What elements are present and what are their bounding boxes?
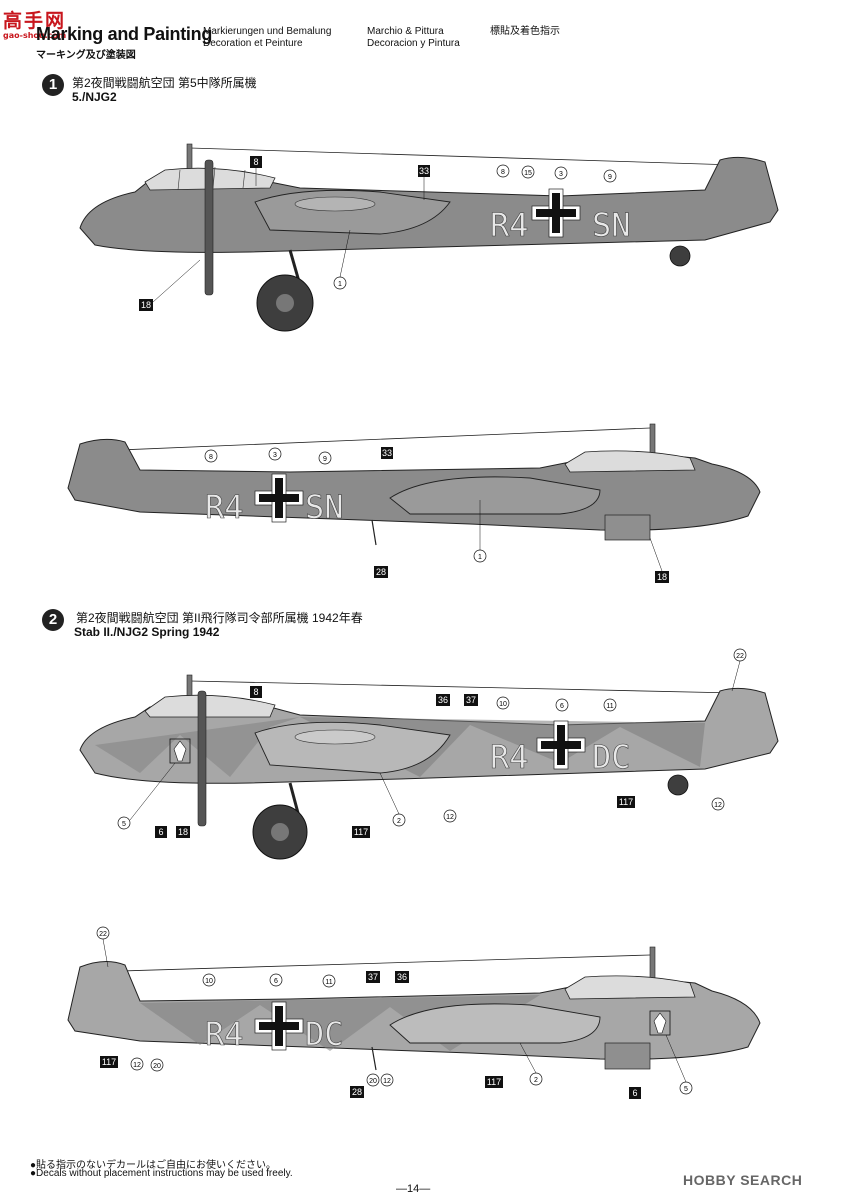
scheme-number-badge: 1 bbox=[42, 74, 64, 96]
balkenkreuz-icon bbox=[536, 720, 586, 770]
svg-text:117: 117 bbox=[619, 797, 633, 807]
aircraft-code: R4 DC bbox=[490, 738, 631, 777]
svg-text:28: 28 bbox=[352, 1087, 362, 1097]
footer-note-jp: ●貼る指示のないデカールはご自由にお使いください。 bbox=[30, 1160, 277, 1171]
svg-text:6: 6 bbox=[158, 827, 163, 837]
svg-text:R4: R4 bbox=[490, 206, 529, 244]
balkenkreuz-icon bbox=[254, 1001, 304, 1051]
svg-text:12: 12 bbox=[446, 814, 454, 821]
aircraft-profile-2-right: R4 DC 22 10 6 11 37 36 117 12 20 28 20 1… bbox=[67, 926, 761, 1099]
svg-text:20: 20 bbox=[153, 1063, 161, 1070]
svg-text:3: 3 bbox=[273, 452, 277, 459]
callouts-profile-2: 8 3 9 33 1 28 18 bbox=[204, 447, 669, 583]
svg-text:8: 8 bbox=[209, 454, 213, 461]
aircraft-profile-1-right: R4 SN 8 3 9 33 1 28 18 bbox=[67, 423, 761, 583]
header-italian-spanish: Marchio & Pittura Decoracion y Pintura bbox=[367, 26, 460, 49]
svg-text:9: 9 bbox=[608, 174, 612, 181]
svg-text:SN: SN bbox=[592, 206, 631, 244]
svg-text:22: 22 bbox=[736, 653, 744, 660]
balkenkreuz-icon bbox=[531, 188, 581, 238]
balkenkreuz-icon bbox=[254, 473, 304, 523]
aircraft-profile-2-left: R4 DC 22 8 36 37 10 6 11 5 6 18 117 2 12… bbox=[79, 648, 779, 860]
svg-text:33: 33 bbox=[419, 166, 429, 176]
scheme-1-en: 5./NJG2 bbox=[72, 90, 117, 104]
svg-text:36: 36 bbox=[438, 695, 448, 705]
svg-text:36: 36 bbox=[397, 972, 407, 982]
svg-text:12: 12 bbox=[133, 1062, 141, 1069]
scheme-1-jp: 第2夜間戦闘航空団 第5中隊所属機 bbox=[72, 76, 257, 90]
svg-text:5: 5 bbox=[122, 821, 126, 828]
aircraft-profile-1-left: R4 SN 8 33 8 15 3 9 18 1 bbox=[79, 143, 779, 332]
scheme-number-badge: 2 bbox=[42, 609, 64, 631]
page-subtitle-jp: マーキング及び塗装図 bbox=[36, 50, 136, 61]
svg-text:SN: SN bbox=[305, 488, 344, 526]
svg-text:1: 1 bbox=[338, 281, 342, 288]
svg-text:10: 10 bbox=[499, 701, 507, 708]
svg-text:37: 37 bbox=[466, 695, 476, 705]
svg-text:1: 1 bbox=[478, 554, 482, 561]
aircraft-code: R4 DC bbox=[205, 1015, 344, 1054]
header-chinese: 標貼及着色指示 bbox=[490, 26, 560, 37]
svg-text:6: 6 bbox=[560, 703, 564, 710]
watermark-logo: 高手网 gao-shou.com bbox=[3, 6, 69, 40]
watermark-title: 高手网 bbox=[3, 10, 67, 32]
svg-text:12: 12 bbox=[383, 1078, 391, 1085]
svg-text:3: 3 bbox=[559, 171, 563, 178]
hobby-search-logo: HOBBY SEARCH bbox=[683, 1172, 803, 1188]
svg-text:DC: DC bbox=[305, 1015, 344, 1053]
svg-text:11: 11 bbox=[325, 979, 332, 986]
svg-text:2: 2 bbox=[397, 818, 401, 825]
svg-text:5: 5 bbox=[684, 1086, 688, 1093]
header-german-french: Markierungen und Bemalung Decoration et … bbox=[203, 26, 332, 49]
svg-text:15: 15 bbox=[524, 170, 532, 177]
svg-text:8: 8 bbox=[253, 157, 258, 167]
svg-text:18: 18 bbox=[178, 827, 188, 837]
svg-text:6: 6 bbox=[274, 978, 278, 985]
svg-text:20: 20 bbox=[369, 1078, 377, 1085]
svg-text:22: 22 bbox=[99, 931, 107, 938]
svg-text:18: 18 bbox=[657, 572, 667, 582]
svg-text:8: 8 bbox=[253, 687, 258, 697]
svg-text:2: 2 bbox=[534, 1077, 538, 1084]
svg-text:117: 117 bbox=[354, 827, 368, 837]
page-title: Marking and Painting bbox=[36, 24, 213, 44]
svg-text:R4: R4 bbox=[205, 1015, 244, 1053]
scheme-2-jp: 第2夜間戦闘航空団 第II飛行隊司令部所属機 1942年春 bbox=[76, 611, 363, 625]
callouts-profile-4: 22 10 6 11 37 36 117 12 20 28 20 12 117 … bbox=[96, 926, 693, 1099]
svg-text:117: 117 bbox=[487, 1077, 501, 1087]
svg-text:28: 28 bbox=[376, 567, 386, 577]
svg-text:6: 6 bbox=[632, 1088, 637, 1098]
svg-text:11: 11 bbox=[606, 703, 613, 710]
callouts-profile-1: 8 33 8 15 3 9 18 1 bbox=[139, 156, 617, 311]
svg-text:9: 9 bbox=[323, 456, 327, 463]
page-number: —14— bbox=[396, 1183, 431, 1195]
svg-text:18: 18 bbox=[141, 300, 151, 310]
aircraft-code: R4 SN bbox=[490, 206, 631, 245]
watermark-url: gao-shou.com bbox=[3, 31, 67, 40]
svg-text:10: 10 bbox=[205, 978, 213, 985]
callouts-profile-3: 22 8 36 37 10 6 11 5 6 18 117 2 12 117 1… bbox=[117, 648, 747, 838]
svg-text:12: 12 bbox=[714, 802, 722, 809]
svg-text:R4: R4 bbox=[205, 488, 244, 526]
svg-text:R4: R4 bbox=[490, 738, 529, 776]
svg-text:DC: DC bbox=[592, 738, 631, 776]
scheme-2-en: Stab II./NJG2 Spring 1942 bbox=[74, 625, 220, 639]
svg-text:8: 8 bbox=[501, 169, 505, 176]
footer-note-en: ●Decals without placement instructions m… bbox=[30, 1168, 293, 1179]
aircraft-code: R4 SN bbox=[205, 488, 344, 527]
svg-text:37: 37 bbox=[368, 972, 378, 982]
svg-text:33: 33 bbox=[382, 448, 392, 458]
svg-text:117: 117 bbox=[102, 1057, 116, 1067]
